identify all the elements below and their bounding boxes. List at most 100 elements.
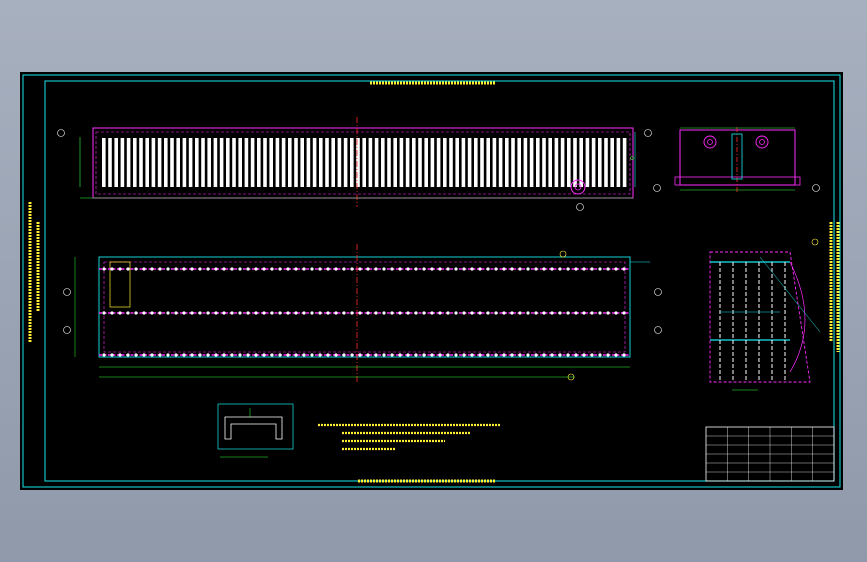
balloon-marker-icon: [654, 288, 662, 296]
chain-link: [574, 353, 578, 357]
chain-link: [174, 267, 178, 271]
chain-link: [398, 311, 402, 315]
chain-link: [430, 267, 434, 271]
chain-link: [422, 267, 426, 271]
chain-link: [126, 353, 130, 357]
grating-bar: [610, 138, 614, 187]
chain-link: [438, 267, 442, 271]
grating-bar: [188, 138, 193, 187]
grating-bar: [560, 138, 565, 187]
chain-link: [374, 353, 378, 357]
chain-link: [574, 267, 578, 271]
grating-bar: [337, 138, 342, 187]
chain-link: [230, 267, 234, 271]
chain-link: [350, 267, 354, 271]
chain-link: [542, 311, 546, 315]
grating-bar: [195, 138, 199, 187]
chain-link: [334, 311, 338, 315]
chain-link: [582, 353, 586, 357]
chain-link: [102, 311, 106, 315]
chain-link: [142, 353, 146, 357]
title-block: [705, 426, 835, 482]
chain-link: [614, 311, 618, 315]
grating-bar: [523, 138, 528, 187]
grating-bar: [114, 138, 118, 187]
chain-link: [222, 311, 226, 315]
chain-link: [102, 267, 106, 271]
balloon-marker-icon: [559, 250, 567, 258]
grating-bar: [331, 138, 335, 187]
detail-posts: [719, 262, 786, 382]
chain-link: [190, 311, 194, 315]
grating-bar: [387, 138, 391, 187]
chain-link: [110, 311, 114, 315]
grating-bar: [461, 138, 466, 187]
chain-link: [518, 311, 522, 315]
chain-link: [342, 267, 346, 271]
grating-bar: [133, 138, 137, 187]
chain-link: [382, 267, 386, 271]
chain-link: [470, 311, 474, 315]
chain-link: [214, 353, 218, 357]
chain-link: [446, 311, 450, 315]
chain-link: [366, 353, 370, 357]
chain-link: [510, 353, 514, 357]
chain-link: [254, 267, 258, 271]
grating-bar: [567, 138, 571, 187]
chain-link: [238, 311, 242, 315]
grating-bar: [486, 138, 490, 187]
chain-link: [430, 311, 434, 315]
grating-bar: [381, 138, 385, 187]
chain-link: [254, 353, 258, 357]
chain-link: [374, 311, 378, 315]
grating-bar: [288, 138, 292, 187]
chain-link: [310, 267, 314, 271]
chain-link: [390, 353, 394, 357]
grating-bar: [294, 138, 298, 187]
chain-link: [270, 353, 274, 357]
grating-bar: [405, 138, 410, 187]
chain-link: [582, 311, 586, 315]
grating-bar: [573, 138, 577, 187]
chain-link: [510, 311, 514, 315]
chain-link: [590, 353, 594, 357]
chain-link: [398, 267, 402, 271]
chain-link: [302, 353, 306, 357]
chain-link: [598, 311, 602, 315]
grating-bar: [164, 138, 168, 187]
chain-link: [174, 353, 178, 357]
grating-bar: [219, 138, 224, 187]
chain-link: [270, 311, 274, 315]
chain-link: [358, 267, 362, 271]
chain-link: [190, 353, 194, 357]
chain-link: [422, 311, 426, 315]
chain-link: [294, 311, 298, 315]
chain-link: [478, 267, 482, 271]
grating-bar: [492, 138, 497, 187]
grating-bar: [102, 138, 106, 187]
chain-link: [310, 311, 314, 315]
chain-link: [614, 267, 618, 271]
chain-link: [462, 353, 466, 357]
chain-link: [558, 353, 562, 357]
chain-link: [206, 311, 210, 315]
chain-link: [390, 267, 394, 271]
chain-link: [582, 267, 586, 271]
drawing-canvas[interactable]: [20, 72, 843, 490]
grating-bar: [281, 138, 286, 187]
chain-link: [238, 267, 242, 271]
chain-link: [502, 311, 506, 315]
chain-link: [166, 311, 170, 315]
chain-link: [398, 353, 402, 357]
chain-link: [390, 311, 394, 315]
chain-link: [622, 267, 626, 271]
chain-link: [310, 353, 314, 357]
grating-bar: [511, 138, 515, 187]
grating-bar: [536, 138, 540, 187]
chain-link: [606, 353, 610, 357]
grating-bar: [554, 138, 559, 187]
grating-bar: [368, 138, 373, 187]
chain-link: [294, 267, 298, 271]
chain-link: [566, 353, 570, 357]
balloon-marker-icon: [57, 129, 65, 137]
